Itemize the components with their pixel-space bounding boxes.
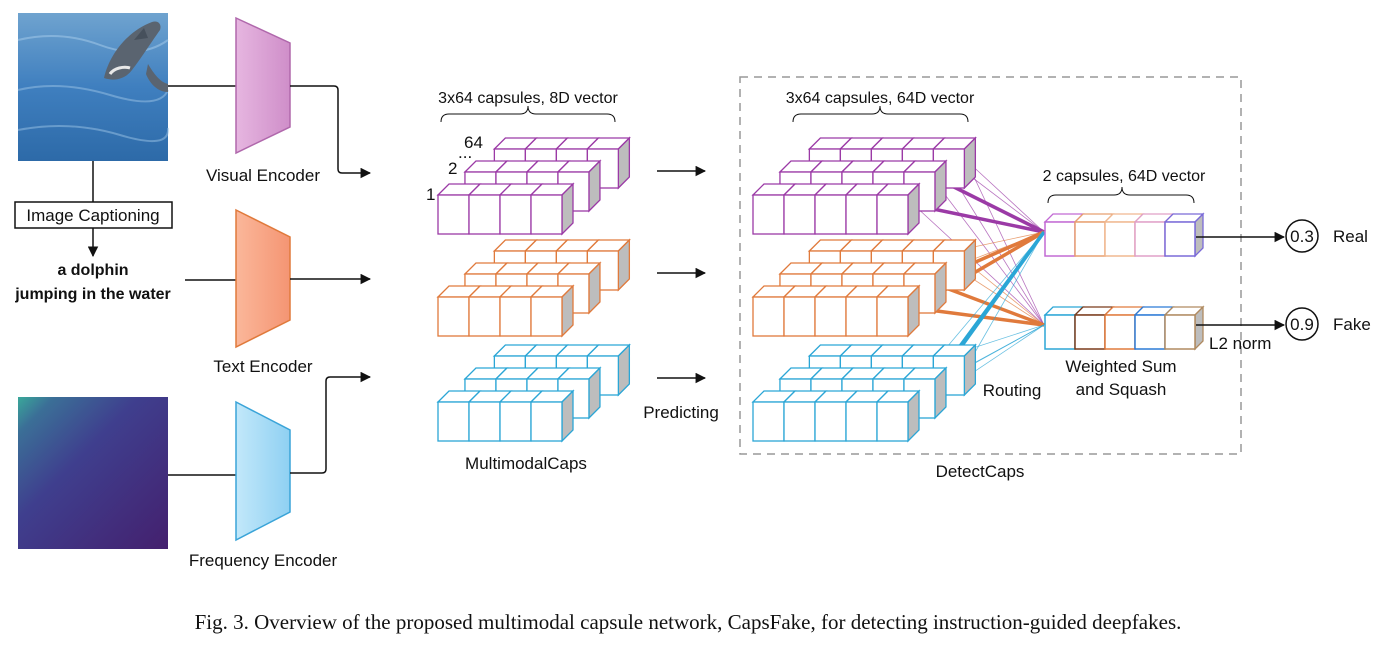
fake-score-circle: [1285, 307, 1319, 341]
text-encoder: [235, 208, 291, 349]
caps-index-1: 1: [426, 185, 435, 204]
visual-encoder-label: Visual Encoder: [206, 166, 320, 185]
figure-caption: Fig. 3. Overview of the proposed multimo…: [195, 610, 1182, 634]
caption-text-line2: jumping in the water: [14, 286, 171, 303]
routing-label: Routing: [983, 381, 1042, 400]
l2-norm-label: L2 norm: [1209, 334, 1271, 353]
out-caps-header: 2 capsules, 64D vector: [1043, 168, 1206, 185]
real-score: 0.3: [1290, 227, 1314, 246]
out-capsule-cube: [1164, 314, 1196, 350]
detect-text-capsules: [751, 238, 977, 338]
routing-line: [935, 231, 1045, 361]
dc-visual-row-3: [751, 182, 921, 236]
dc-text-row-3: [751, 284, 921, 338]
mm-text-row-3: [436, 284, 575, 338]
out-capsule-cube: [1134, 314, 1166, 350]
out-capsule-cube: [1044, 221, 1076, 257]
routing-line: [965, 261, 1045, 326]
freq-to-caps-arrow: [290, 371, 372, 474]
real-label: Real: [1333, 227, 1368, 246]
detect-frequency-capsules: [751, 343, 977, 443]
fake-label: Fake: [1333, 315, 1371, 334]
caps-index-64: 64: [464, 133, 483, 152]
out-capsule-side: [1194, 305, 1204, 351]
detectcaps-label: DetectCaps: [936, 462, 1025, 481]
visual-to-caps-arrow: [290, 85, 372, 179]
detectcaps-box: [739, 76, 1242, 455]
detect-header: 3x64 capsules, 64D vector: [786, 90, 975, 107]
real-output-capsule: [1043, 212, 1205, 258]
weighted-sum-line2: and Squash: [1076, 380, 1167, 399]
out-capsule-cube: [1074, 314, 1106, 350]
routing-line: [965, 231, 1045, 263]
caption-text-line1: a dolphin: [57, 262, 128, 279]
out-capsule-cube: [1074, 221, 1106, 257]
routing-line: [913, 204, 1045, 326]
out-capsule-cube: [1104, 221, 1136, 257]
out-capsule-cube: [1104, 314, 1136, 350]
image-captioning-label: Image Captioning: [26, 206, 159, 225]
visual-encoder: [235, 16, 291, 155]
routing-line: [965, 324, 1045, 369]
dc-freq-row-3: [751, 389, 921, 443]
detect-brace: [792, 105, 969, 123]
multimodal-brace: [440, 105, 616, 123]
routing-line: [965, 231, 1045, 369]
fake-score: 0.9: [1290, 315, 1314, 334]
multimodal-frequency-capsules: [436, 343, 631, 443]
real-score-circle: [1285, 219, 1319, 253]
dolphin-image: [17, 13, 170, 161]
out-capsule-cube: [1164, 221, 1196, 257]
mm-freq-row-3: [436, 389, 575, 443]
multimodal-header: 3x64 capsules, 8D vector: [438, 90, 618, 107]
out-caps-brace: [1047, 186, 1195, 204]
fake-output-capsule: [1043, 305, 1205, 351]
multimodal-text-capsules: [436, 238, 631, 338]
routing-line: [929, 174, 1045, 326]
out-capsule-side: [1194, 212, 1204, 258]
mm-visual-row-3: [436, 182, 575, 236]
routing-line: [965, 159, 1045, 233]
frequency-encoder-label: Frequency Encoder: [189, 551, 338, 570]
caps-index-dots: ...: [458, 143, 472, 162]
frequency-image: [18, 397, 168, 549]
image-captioning-box: [14, 201, 173, 229]
predicting-label: Predicting: [643, 403, 719, 422]
weighted-sum-line1: Weighted Sum: [1065, 357, 1176, 376]
frequency-encoder: [235, 400, 291, 542]
detect-visual-capsules: [751, 136, 977, 236]
multimodal-label: MultimodalCaps: [465, 454, 587, 473]
out-capsule-cube: [1134, 221, 1166, 257]
routing-line: [965, 159, 1045, 326]
text-encoder-label: Text Encoder: [213, 357, 313, 376]
out-capsule-cube: [1044, 314, 1076, 350]
multimodal-visual-capsules: [436, 136, 631, 236]
caps-index-2: 2: [448, 159, 457, 178]
